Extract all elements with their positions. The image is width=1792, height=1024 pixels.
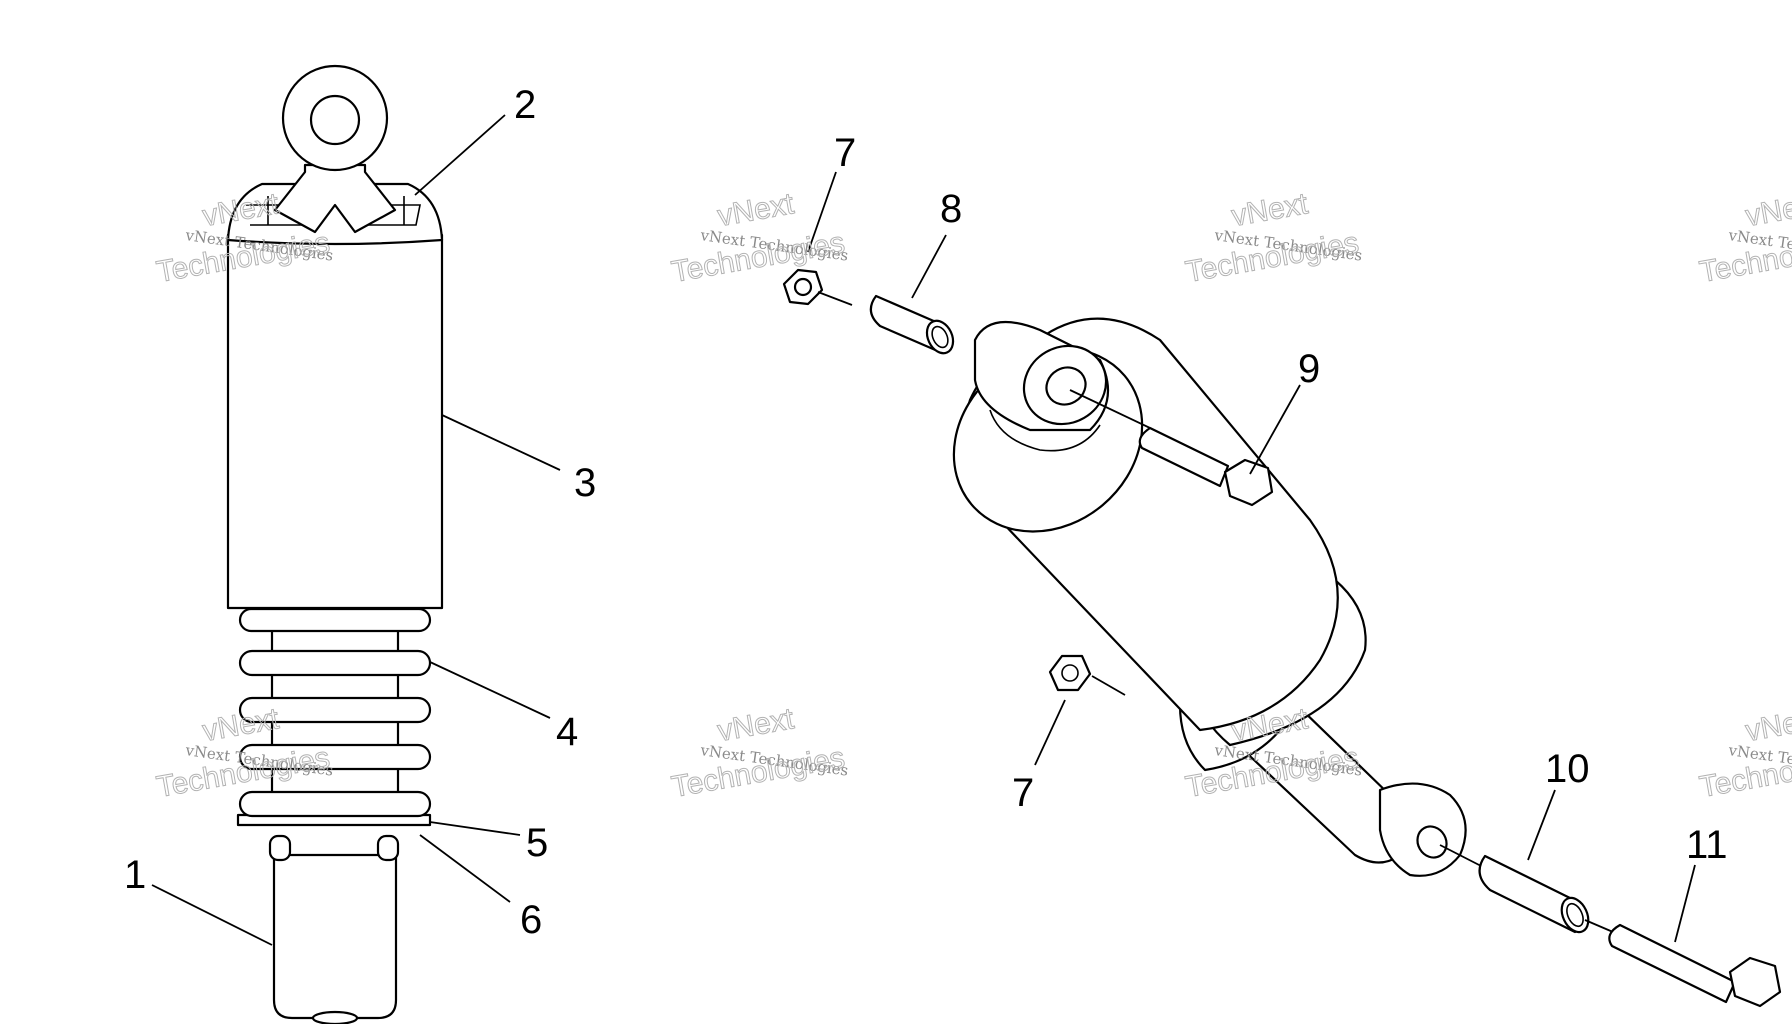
top-eye-bore: [1045, 366, 1087, 406]
lower-eye-bore: [1416, 825, 1448, 859]
leader-lines: [151, 114, 1696, 946]
callout-labels: 1 2 3 4 5 6 7 8 9 7 10 11: [124, 83, 1728, 942]
callout-5: 5: [526, 821, 548, 865]
lower-eye-stub: [311, 1010, 359, 1024]
part-6-clip-right: [376, 834, 400, 862]
callout-4: 4: [556, 710, 578, 754]
part-1-lower-cylinder: [272, 853, 398, 1020]
part-4-coil-2: [238, 649, 432, 677]
callout-1: 1: [124, 853, 146, 897]
watermark-big-vnext: vNext: [1743, 187, 1792, 233]
callout-10: 10: [1545, 747, 1590, 791]
part-7-nut-upper: [782, 268, 853, 306]
part-7-nut-lower: [1048, 654, 1126, 696]
part-3-main-body: [226, 233, 444, 610]
callout-7-lower: 7: [1012, 771, 1034, 815]
part-2-top-cap: [226, 182, 444, 246]
right-shock-exploded: [782, 268, 1782, 1008]
part-4-coil-1: [238, 607, 432, 633]
callout-7-upper: 7: [834, 131, 856, 175]
part-8-bushing-upper: [869, 294, 955, 355]
part-6-clip-left: [268, 834, 292, 862]
callout-9: 9: [1298, 347, 1320, 391]
part-11-bolt-lower: [1584, 919, 1782, 1008]
watermark-big-vnext: vNext: [1229, 187, 1311, 233]
part-4-coil-5: [238, 790, 432, 818]
part-10-bushing-lower: [1439, 844, 1590, 934]
top-eye-hole: [309, 94, 361, 146]
callout-11: 11: [1686, 823, 1728, 867]
watermark-big-vnext: vNext: [1743, 702, 1792, 748]
cap-ribs: [267, 196, 405, 225]
callout-8: 8: [940, 187, 962, 231]
top-eye-lower-edge: [989, 409, 1101, 452]
part-4-coil-3: [238, 696, 432, 724]
callout-2: 2: [514, 83, 536, 127]
callout-3: 3: [574, 461, 596, 505]
watermark-big-vnext: vNext: [715, 702, 797, 748]
left-shock-assembly: [226, 64, 444, 1024]
part-9-bolt-upper: [1069, 389, 1274, 507]
part-4-coil-4: [238, 743, 432, 771]
watermark-big-vnext: vNext: [715, 187, 797, 233]
watermark-big-vnext: vNext: [200, 702, 282, 748]
callout-6: 6: [520, 898, 542, 942]
